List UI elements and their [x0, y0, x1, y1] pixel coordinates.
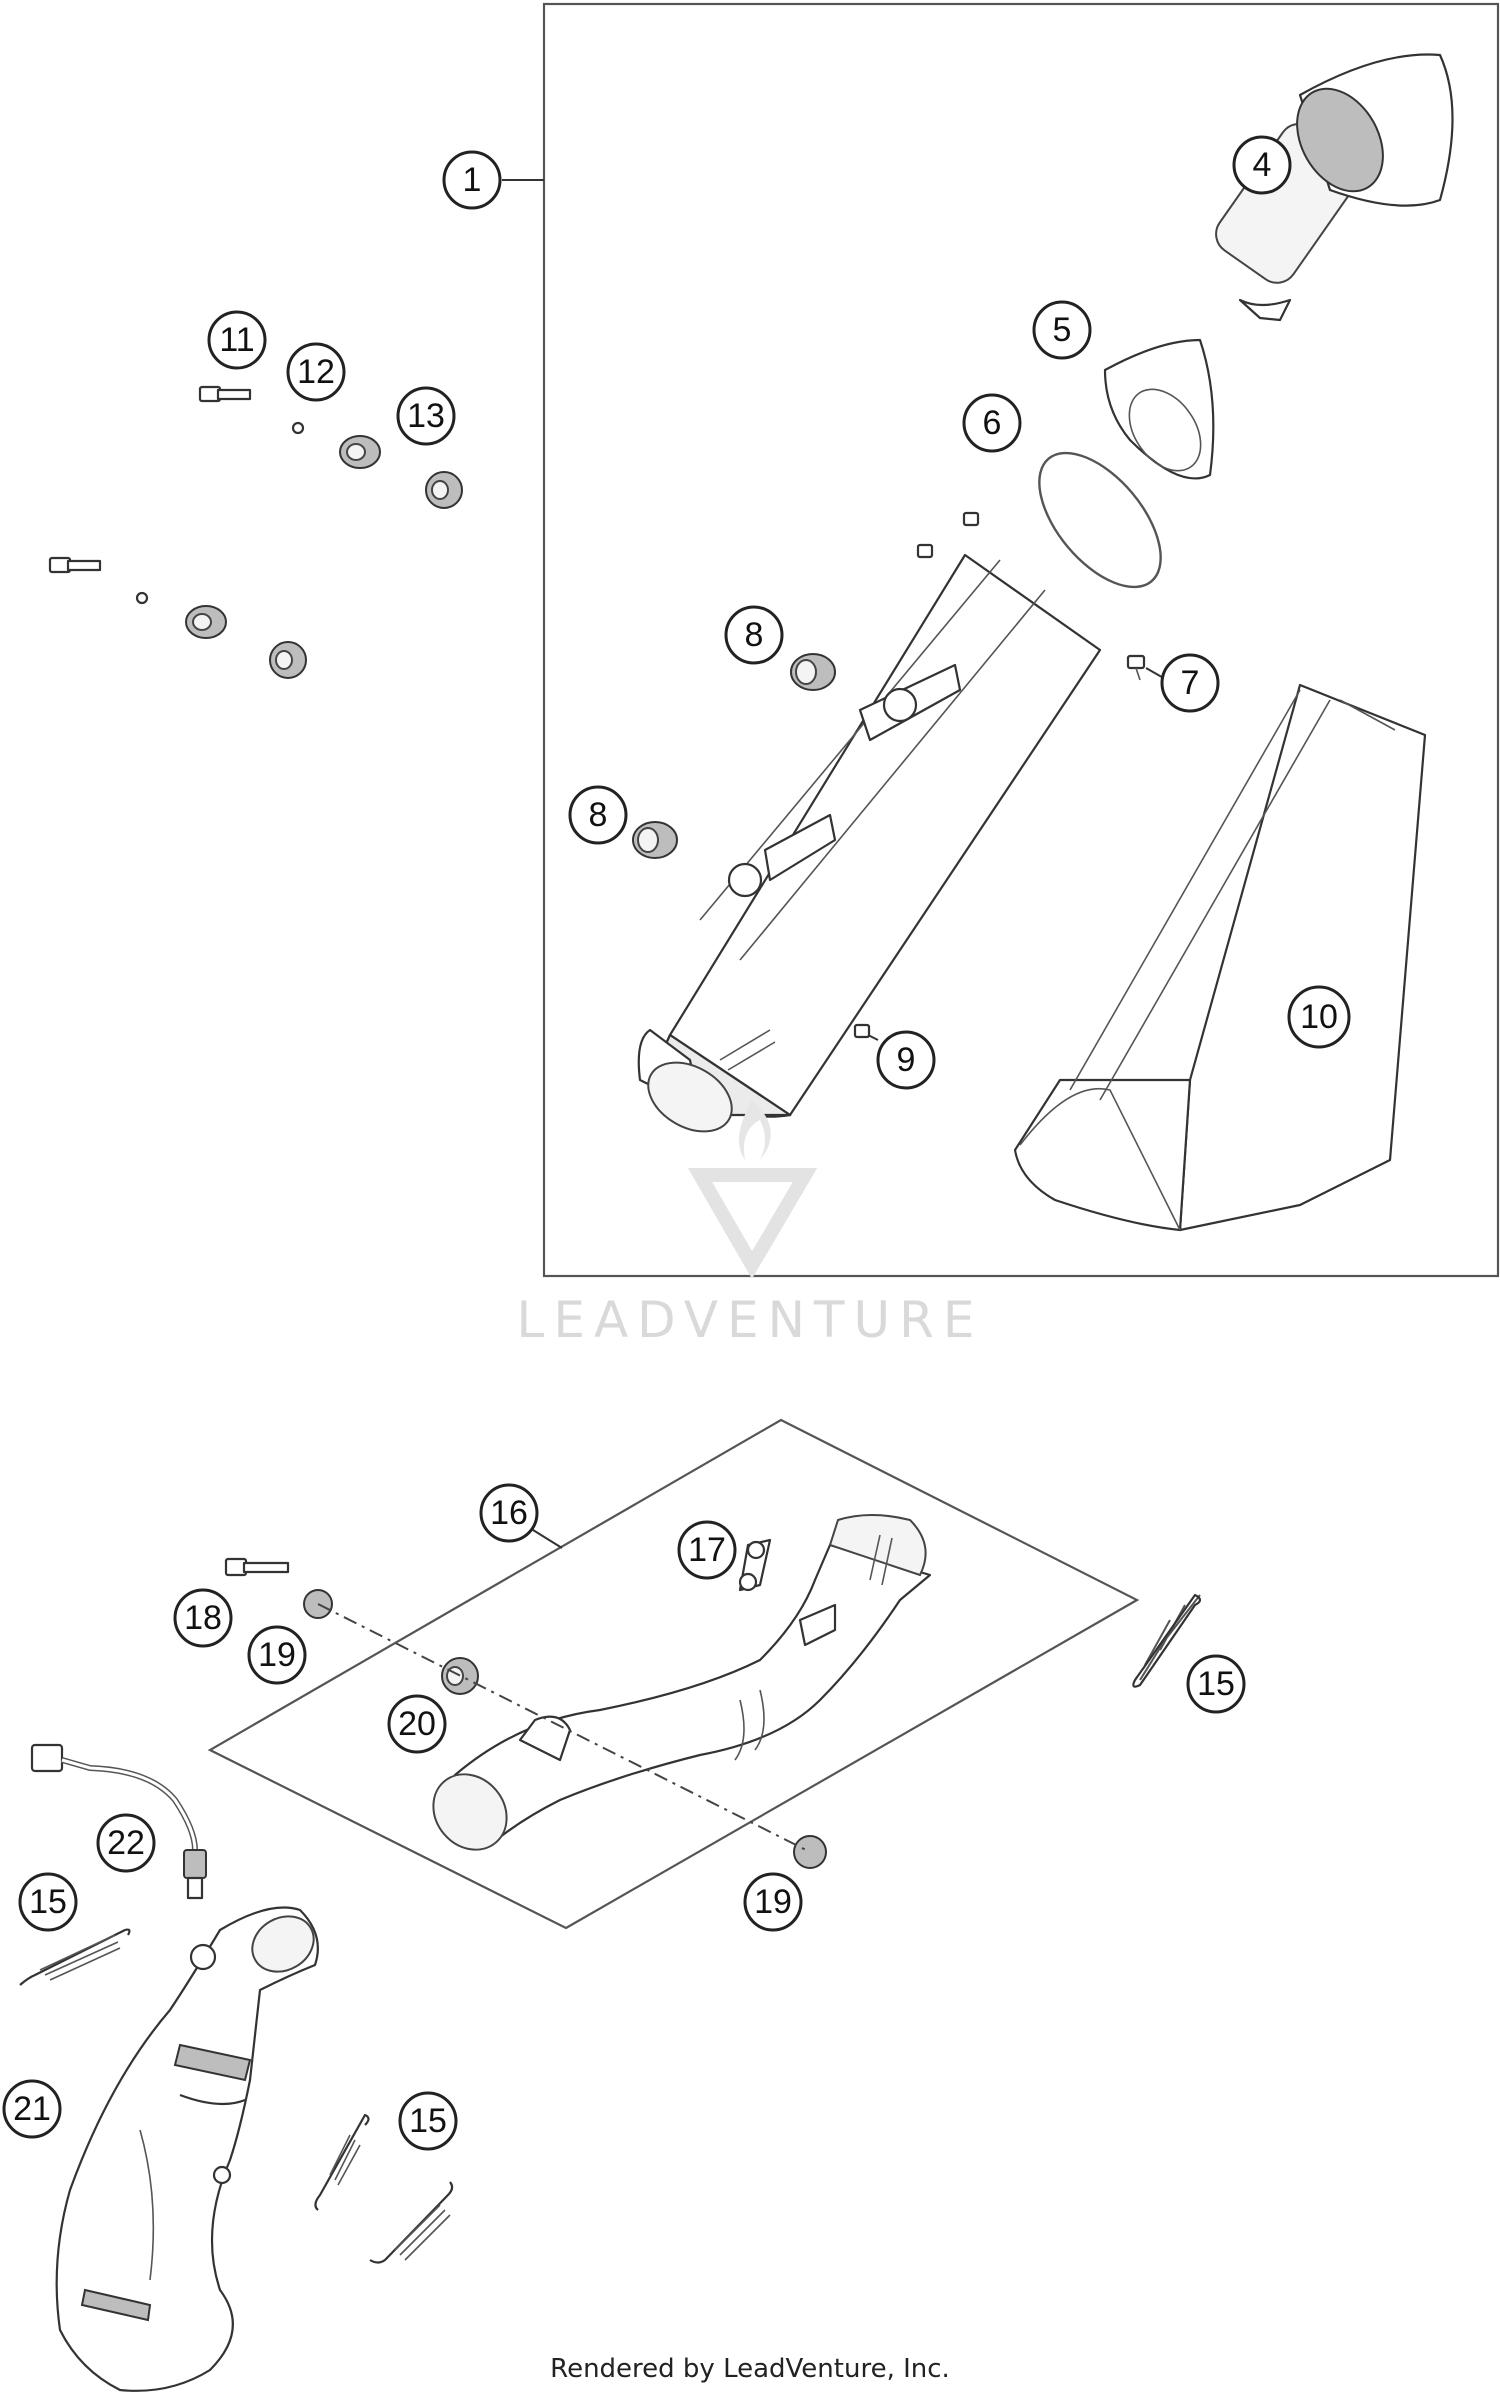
callout-15-left: 15: [18, 1872, 78, 1932]
callout-11: 11: [207, 310, 267, 370]
callout-label: 9: [897, 1041, 916, 1079]
part-12-washer-upper: [291, 421, 305, 435]
part-15-spring-left: [19, 1928, 131, 1986]
callout-label: 18: [184, 1599, 222, 1637]
part-11-bolt-upper: [198, 385, 252, 403]
callout-19-upper: 19: [247, 1625, 307, 1685]
callout-20: 20: [387, 1694, 447, 1754]
callout-label: 10: [1300, 998, 1338, 1036]
callout-label: 20: [398, 1705, 436, 1743]
callout-6: 6: [962, 393, 1022, 453]
part-8-grommet-upper: [790, 653, 836, 691]
assembly-16-frame: [207, 1418, 1140, 1930]
damper-lower: [185, 605, 307, 679]
callout-8-lower: 8: [568, 785, 628, 845]
callout-label: 8: [589, 796, 608, 834]
part-7-screw: [1126, 654, 1146, 681]
rendered-by-credit: Rendered by LeadVenture, Inc.: [550, 2354, 950, 2384]
callout-label: 15: [1197, 1665, 1235, 1703]
callout-1: 1: [442, 150, 502, 210]
callout-16-leader: [532, 1529, 563, 1549]
callout-9-leader: [867, 1034, 879, 1041]
part-19-washer-lower: [793, 1835, 827, 1869]
callout-19-lower: 19: [743, 1872, 803, 1932]
small-screw-icon: [916, 543, 934, 559]
callout-15-lower: 15: [398, 2091, 458, 2151]
assembly-1-frame: [542, 2, 1500, 1278]
callout-label: 13: [407, 397, 445, 435]
callout-label: 4: [1253, 146, 1272, 184]
callout-7: 7: [1160, 653, 1220, 713]
callout-8-upper: 8: [724, 605, 784, 665]
callout-9: 9: [876, 1030, 936, 1090]
callout-label: 15: [409, 2102, 447, 2140]
callout-label: 16: [490, 1494, 528, 1532]
part-6-gasket-ring: [1038, 451, 1162, 589]
part-16-header-pipe: [432, 1514, 932, 1851]
small-screw-icon: [962, 511, 980, 527]
part-9-screw: [853, 1023, 871, 1039]
callout-5: 5: [1032, 300, 1092, 360]
callout-label: 12: [297, 353, 335, 391]
part-22-oxygen-sensor: [30, 1743, 207, 1900]
part-5-end-cone: [1103, 338, 1215, 480]
washer-lower: [135, 591, 149, 605]
callout-label: 21: [13, 2090, 51, 2128]
callout-label: 5: [1053, 311, 1072, 349]
part-8-grommet-lower: [632, 821, 678, 859]
callout-4: 4: [1232, 135, 1292, 195]
part-17-clamp: [738, 1538, 772, 1592]
part-13-damper-upper: [339, 435, 463, 509]
part-10-silencer-sleeve: [1013, 683, 1427, 1232]
callout-label: 8: [745, 616, 764, 654]
part-15-spring-lower-b: [369, 2181, 454, 2264]
part-15-spring-lower-a: [314, 2113, 370, 2211]
callout-label: 15: [29, 1883, 67, 1921]
callout-21: 21: [2, 2079, 62, 2139]
callout-12: 12: [286, 342, 346, 402]
watermark-brand-text: LEADVENTURE: [517, 1291, 984, 1349]
callout-label: 19: [258, 1636, 296, 1674]
callout-label: 22: [107, 1824, 145, 1862]
callout-label: 19: [754, 1883, 792, 1921]
mounting-axis-line: [317, 1603, 811, 1853]
part-21-front-pipe: [55, 1906, 319, 2392]
callout-10: 10: [1287, 985, 1351, 1049]
leadventure-watermark: LEADVENTURE: [517, 1100, 984, 1349]
callout-label: 11: [219, 321, 254, 359]
callout-label: 1: [463, 161, 482, 199]
part-18-bolt: [224, 1557, 290, 1577]
silencer-body: [637, 553, 1102, 1133]
callout-label: 17: [688, 1531, 726, 1569]
callout-label: 6: [983, 404, 1002, 442]
callout-label: 7: [1181, 664, 1200, 702]
part-15-spring-right: [1132, 1593, 1202, 1688]
callout-16: 16: [479, 1483, 539, 1543]
callout-15-right: 15: [1186, 1654, 1246, 1714]
bolt-lower: [48, 556, 102, 574]
callout-22: 22: [96, 1813, 156, 1873]
callout-18: 18: [173, 1588, 233, 1648]
part-4-end-cap: [1215, 53, 1454, 322]
part-20-damper: [441, 1657, 479, 1695]
callout-13: 13: [396, 386, 456, 446]
callout-17: 17: [677, 1520, 737, 1580]
